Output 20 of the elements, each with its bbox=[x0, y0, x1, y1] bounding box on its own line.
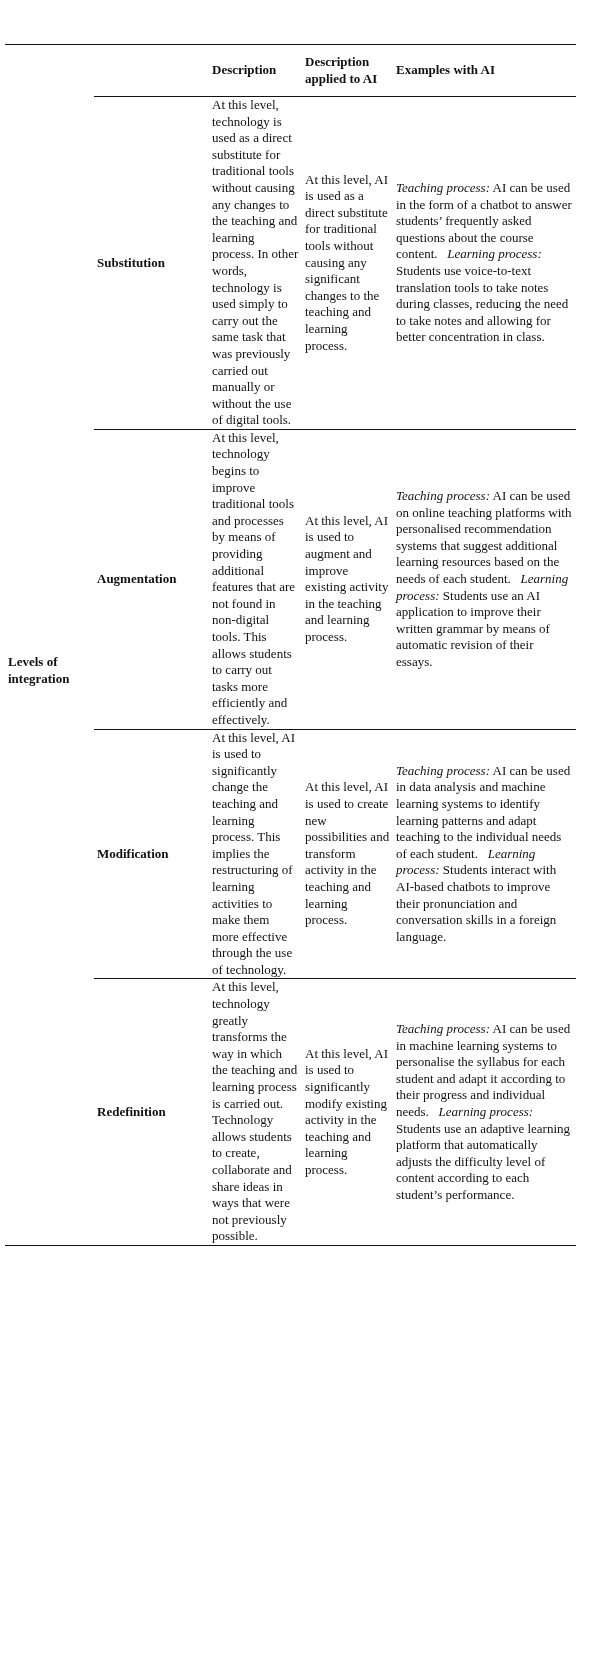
column-heading: Examples with AI bbox=[396, 62, 495, 79]
example-text: Teaching process: AI can be used in machine learning systems to personalise the syllabus for each student and adapt it according to their progress and individual needs. Learning process: Students use an adaptive learning platform that automatically adjusts the difficulty level of content according to each student’s performance. bbox=[396, 1020, 572, 1204]
description-text: At this level, AI is used to significantly change the teaching and learning process. This implies the restructuring of learning activities to make them more effective through the use of technology. bbox=[212, 729, 297, 979]
description-text: At this level, AI is used as a direct substitute for traditional tools without causing any significant changes to the teaching and learning process. bbox=[305, 171, 390, 355]
example-text: Teaching process: AI can be used in the form of a chatbot to answer students’ frequently asked questions about the course content. Learning process: Students use voice-to-text translation tools to take notes during classes, reducing the need to take notes and allowing for better concentration in class. bbox=[396, 179, 573, 346]
column-heading: Description applied to AI bbox=[305, 53, 379, 88]
example-text: Teaching process: AI can be used in data analysis and machine learning systems to identify learning patterns and adapt teaching to the individual needs of each student. Learning process: Students interact with AI-based chatbots to improve their pronunciation and conversation skills in a foreign language. bbox=[396, 762, 572, 946]
group-heading: Levels of integration bbox=[8, 654, 71, 688]
description-text: At this level, AI is used to significantly modify existing activity in the teaching and learning process. bbox=[305, 1045, 390, 1179]
description-text: At this level, AI is used to augment and improve existing activity in the teaching and learning process. bbox=[305, 512, 390, 646]
example-text: Teaching process: AI can be used on online teaching platforms with personalised recommendation systems that suggest additional learning resources based on the needs of each student. Learning process: Students use an AI application to improve their written grammar by means of automatic revision of their essays. bbox=[396, 487, 573, 671]
description-text: At this level, technology greatly transforms the way in which the teaching and learning process is carried out. Technology allows students to create, collaborate and share ideas in ways that were not previously possible. bbox=[212, 979, 299, 1245]
description-text: At this level, technology is used as a direct substitute for traditional tools without causing any changes to the teaching and learning process. In other words, technology is used simply to carry out the same task that was previously carried out manually or without the use of digital tools. bbox=[212, 97, 299, 429]
row-heading: Modification bbox=[97, 845, 169, 863]
description-text: At this level, technology begins to improve traditional tools and processes by means of providing additional features that are not found in non-digital tools. This allows students to carry out tasks more efficiently and effectively. bbox=[212, 429, 296, 729]
row-heading: Substitution bbox=[97, 254, 165, 272]
description-text: At this level, AI is used to create new possibilities and transform activity in the teaching and learning process. bbox=[305, 779, 390, 929]
row-heading: Augmentation bbox=[97, 570, 177, 588]
column-heading: Description bbox=[212, 62, 277, 79]
row-heading: Redefinition bbox=[97, 1103, 166, 1121]
